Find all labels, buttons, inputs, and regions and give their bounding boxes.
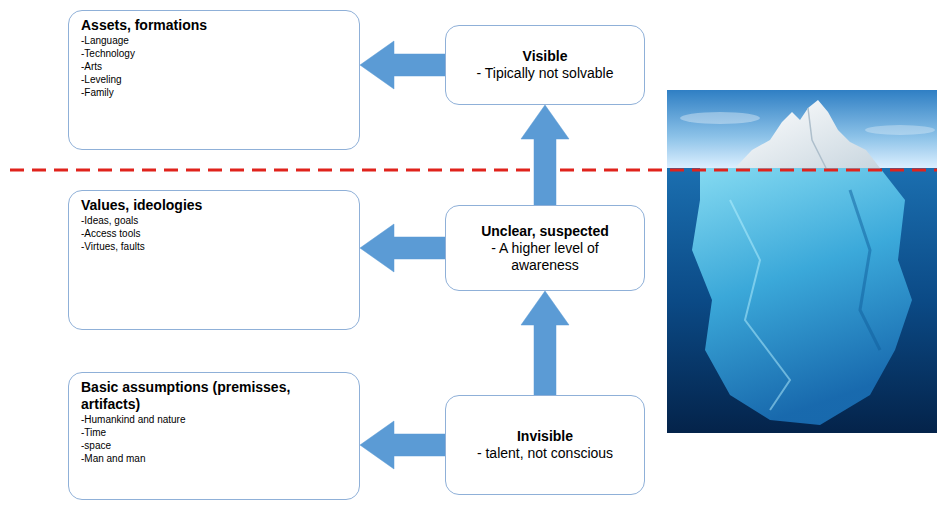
block-arrow — [521, 291, 569, 395]
box-heading: Invisible — [517, 428, 573, 445]
text-box: Visible- Tipically not solvable — [445, 25, 645, 105]
box-item: -Ideas, goals — [81, 214, 349, 227]
block-arrow — [360, 421, 445, 469]
box-heading: Assets, formations — [81, 17, 349, 34]
box-item: -Access tools — [81, 227, 349, 240]
iceberg-photo — [667, 90, 937, 433]
box-heading: Visible — [523, 48, 568, 65]
text-box: Assets, formations-Language-Technology-A… — [68, 10, 360, 150]
block-arrow — [521, 105, 569, 205]
box-item: -Technology — [81, 47, 349, 60]
box-heading: Basic assumptions (premisses, artifacts) — [81, 379, 349, 413]
text-box: Invisible- talent, not conscious — [445, 395, 645, 495]
box-heading: Values, ideologies — [81, 197, 349, 214]
box-item: -Leveling — [81, 73, 349, 86]
text-box: Unclear, suspected- A higher level of aw… — [445, 205, 645, 291]
box-heading: Unclear, suspected — [481, 223, 609, 240]
text-box: Basic assumptions (premisses, artifacts)… — [68, 372, 360, 500]
box-item: -Arts — [81, 60, 349, 73]
box-item: -Virtues, faults — [81, 240, 349, 253]
waterline-dashed-line — [10, 169, 937, 172]
box-item: -Language — [81, 34, 349, 47]
box-item: -Humankind and nature — [81, 413, 349, 426]
text-box: Values, ideologies-Ideas, goals-Access t… — [68, 190, 360, 330]
box-item: - A higher level of awareness — [456, 240, 634, 274]
block-arrow — [360, 41, 445, 89]
box-item: - talent, not conscious — [477, 445, 613, 462]
block-arrow — [360, 224, 445, 272]
box-item: -Man and man — [81, 452, 349, 465]
box-item: -space — [81, 439, 349, 452]
box-item: -Time — [81, 426, 349, 439]
box-item: -Family — [81, 86, 349, 99]
box-item: - Tipically not solvable — [477, 65, 614, 82]
